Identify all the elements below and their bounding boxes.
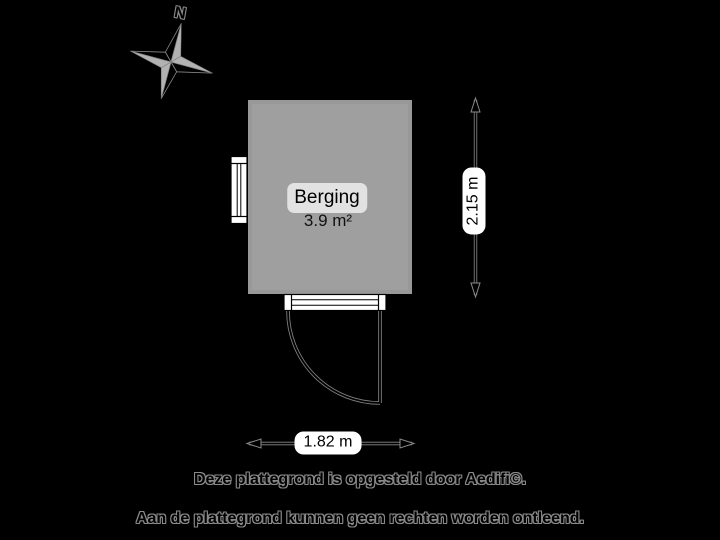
room-floor-shading [248,100,412,294]
door-swing-arc [286,310,382,405]
compass-rose-icon [130,23,213,99]
footer-attribution-text: Deze plattegrond is opgesteld door Aedif… [193,471,527,488]
dimension-width-label: 1.82 m [294,431,362,455]
room-area-label: 3.9 m² [303,211,353,230]
footer-disclaimer-text: Aan de plattegrond kunnen geen rechten w… [135,510,585,527]
compass-north-label: N [172,4,188,23]
door-threshold-symbol [283,293,387,312]
room-name-label: Berging [287,183,367,213]
window-symbol [230,155,248,225]
dimension-height-label: 2.15 m [462,167,486,235]
